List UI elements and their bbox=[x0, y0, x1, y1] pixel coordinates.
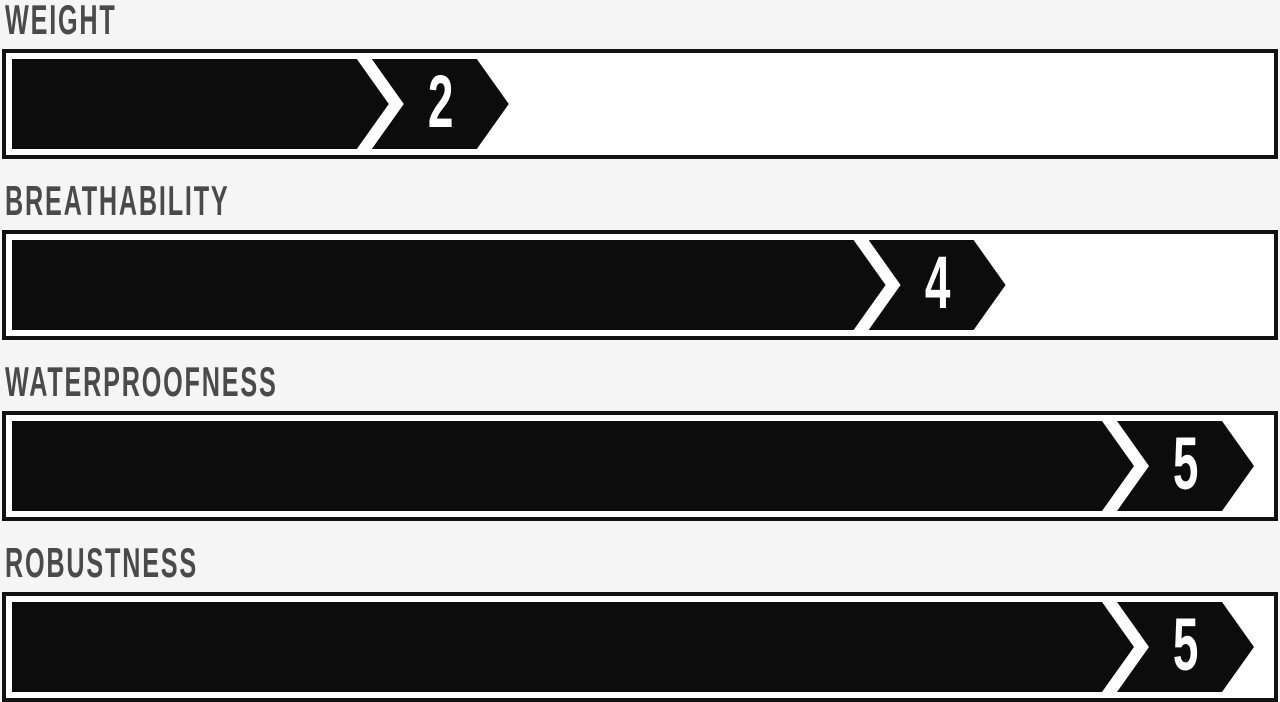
rating-value: 5 bbox=[1172, 603, 1199, 686]
rating-label: ROBUSTNESS bbox=[5, 539, 199, 586]
rating-label: BREATHABILITY bbox=[5, 177, 230, 224]
rating-section: WEIGHT 2 bbox=[2, 0, 1278, 159]
rating-track-inner: 5 bbox=[12, 602, 1268, 692]
rating-section: BREATHABILITY 4 bbox=[2, 177, 1278, 340]
rating-value: 4 bbox=[924, 241, 950, 324]
rating-track-inner: 2 bbox=[12, 59, 1268, 149]
rating-track: 2 bbox=[2, 49, 1278, 159]
rating-fill-bar bbox=[12, 602, 1134, 692]
rating-value: 5 bbox=[1172, 422, 1199, 505]
rating-arrow-badge: 2 bbox=[371, 59, 509, 149]
rating-fill-bar bbox=[12, 59, 389, 149]
rating-section: ROBUSTNESS 5 bbox=[2, 539, 1278, 702]
rating-fill-bar bbox=[12, 240, 886, 330]
rating-track: 4 bbox=[2, 230, 1278, 340]
rating-value: 2 bbox=[427, 60, 454, 143]
rating-track-inner: 4 bbox=[12, 240, 1268, 330]
rating-fill-bar bbox=[12, 421, 1134, 511]
rating-section: WATERPROOFNESS 5 bbox=[2, 358, 1278, 521]
rating-track-inner: 5 bbox=[12, 421, 1268, 511]
rating-track: 5 bbox=[2, 411, 1278, 521]
rating-track: 5 bbox=[2, 592, 1278, 702]
rating-arrow-badge: 4 bbox=[868, 240, 1006, 330]
rating-arrow-badge: 5 bbox=[1117, 421, 1254, 511]
rating-arrow-badge: 5 bbox=[1117, 602, 1254, 692]
rating-label: WATERPROOFNESS bbox=[5, 358, 278, 405]
rating-label: WEIGHT bbox=[5, 0, 117, 43]
